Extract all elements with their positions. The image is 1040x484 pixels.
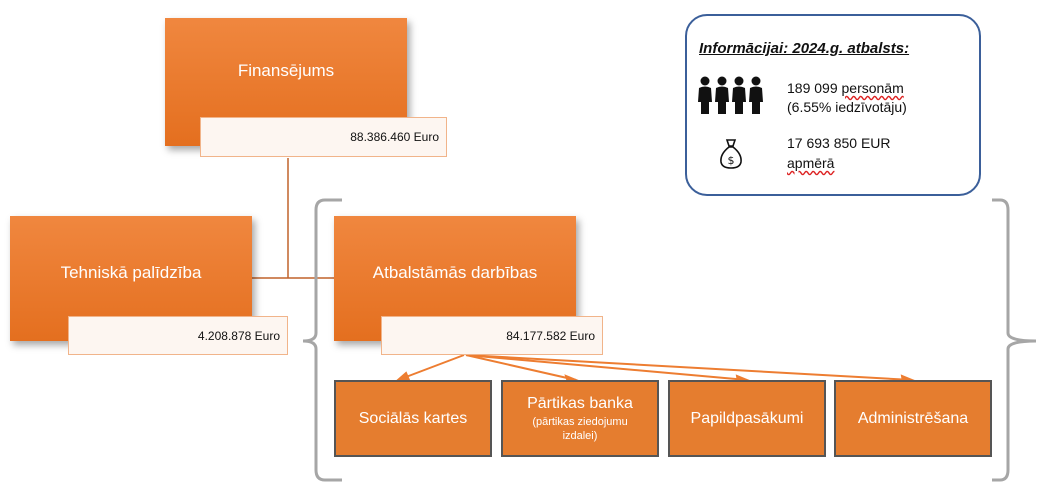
activity-label: Administrēšana (857, 410, 969, 427)
persons-line: 189 099 personām (787, 79, 904, 98)
svg-text:$: $ (728, 154, 735, 167)
amount-line: 17 693 850 EUR (787, 135, 891, 151)
persons-percent: (6.55% iedzīvotāju) (787, 99, 907, 115)
financing-title: Finansējums (237, 61, 335, 80)
activity-social-cards: Sociālās kartes (334, 380, 492, 457)
supported-activities-title: Atbalstāmās darbības (372, 262, 538, 282)
supported-activities-amount: 84.177.582 Euro (381, 316, 603, 355)
activity-label: Sociālās kartes (358, 410, 468, 427)
info-title: Informācijai: 2024.g. atbalsts: (699, 40, 910, 57)
financing-amount: 88.386.460 Euro (200, 117, 447, 157)
activity-sublabel: (pārtikas ziedojumu izdalei) (532, 416, 628, 442)
technical-assistance-amount: 4.208.878 Euro (68, 316, 288, 355)
right-bracket (992, 198, 1037, 482)
supported-activities-amount-text: 84.177.582 Euro (506, 328, 595, 343)
technical-assistance-amount-text: 4.208.878 Euro (197, 328, 280, 343)
activity-administration: Administrēšana (834, 380, 992, 457)
persons-count: 189 099 (787, 80, 838, 96)
money-bag-icon: $ (720, 139, 742, 169)
financing-amount-text: 88.386.460 Euro (350, 130, 439, 144)
left-bracket (302, 198, 342, 482)
info-box: Informācijai: 2024.g. atbalsts: 189 099 … (685, 14, 981, 196)
persons-word: personām (841, 80, 904, 96)
amount-word: apmērā (787, 155, 835, 171)
activity-arrows (395, 354, 916, 384)
activity-additional-measures: Papildpasākumi (668, 380, 826, 457)
activity-label: Papildpasākumi (690, 410, 804, 427)
activity-label: Pārtikas banka (527, 395, 633, 412)
activity-food-bank: Pārtikas banka (pārtikas ziedojumu izdal… (501, 380, 659, 457)
people-group-icon (698, 76, 763, 114)
technical-assistance-title: Tehniskā palīdzība (60, 262, 202, 282)
